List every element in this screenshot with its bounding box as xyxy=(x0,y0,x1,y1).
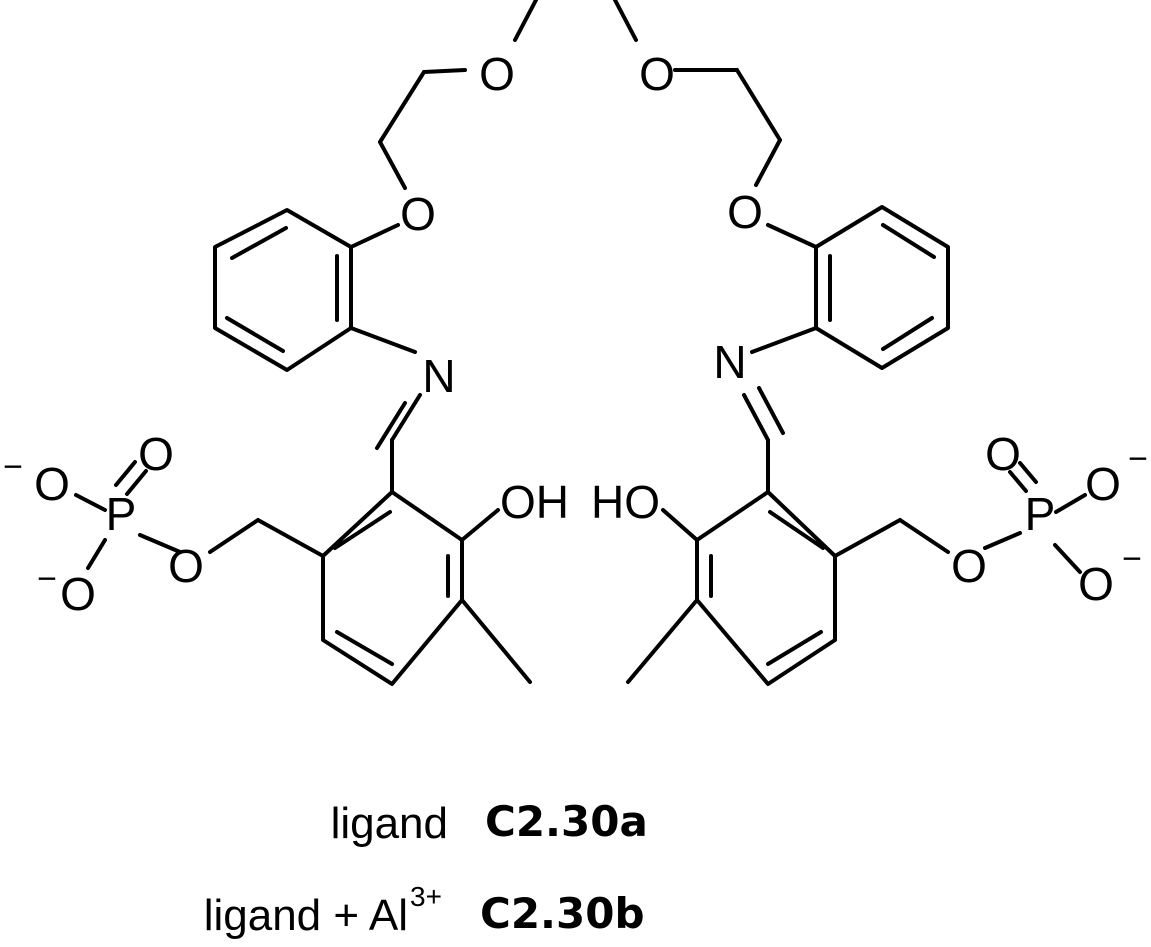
right-phosphate-bonds xyxy=(983,461,1087,574)
atom-o-aryl-left: O xyxy=(400,188,436,240)
bond-network xyxy=(74,0,1087,686)
atom-labels: O O O O N N OH HO P O O O O − − P O O O … xyxy=(3,48,1148,620)
caption-block: ligand C2.30a ligand + Al 3+ C2.30b xyxy=(204,797,648,940)
right-phenol-ring-bonds xyxy=(626,438,950,686)
charge-right-upper: − xyxy=(1128,440,1148,478)
caption-row1-code: C2.30a xyxy=(485,797,648,846)
left-phenol-ring-bonds xyxy=(208,438,532,686)
atom-o-p-lower-right: O xyxy=(1078,558,1114,610)
atom-p-left: P xyxy=(106,488,137,540)
atom-n-right: N xyxy=(713,336,746,388)
right-aryl-ring-bonds xyxy=(814,205,950,370)
left-aryl-ring-bonds xyxy=(213,208,353,372)
atom-p-right: P xyxy=(1025,488,1056,540)
atom-o-p-double-right: O xyxy=(985,428,1021,480)
atom-o-p-lower-left: O xyxy=(60,568,96,620)
caption-row2-sup: 3+ xyxy=(410,881,442,912)
right-aryl-substituent-bonds xyxy=(742,223,818,442)
caption-row2-code: C2.30b xyxy=(480,889,645,938)
atom-o-p-upper-left: O xyxy=(34,458,70,510)
atom-o-crown-left: O xyxy=(479,48,515,100)
left-aryl-substituent-bonds xyxy=(349,223,422,450)
caption-row1-label: ligand xyxy=(331,799,448,848)
atom-o-p-ester-left: O xyxy=(168,540,204,592)
caption-row2-label: ligand + Al xyxy=(204,891,408,940)
atom-ho-right: HO xyxy=(591,476,660,528)
atom-o-p-upper-right: O xyxy=(1085,458,1121,510)
atom-o-aryl-right: O xyxy=(727,186,763,238)
atom-o-crown-right: O xyxy=(639,48,675,100)
charge-left-upper: − xyxy=(3,448,23,486)
atom-o-p-ester-right: O xyxy=(951,540,987,592)
charge-left-lower: − xyxy=(37,560,57,598)
atom-n-left: N xyxy=(422,350,455,402)
atom-o-p-double-left: O xyxy=(138,428,174,480)
left-phosphate-bonds xyxy=(74,460,182,570)
crown-ether-chain-bonds xyxy=(378,0,782,190)
charge-right-lower: − xyxy=(1122,540,1142,578)
atom-oh-left: OH xyxy=(500,476,569,528)
